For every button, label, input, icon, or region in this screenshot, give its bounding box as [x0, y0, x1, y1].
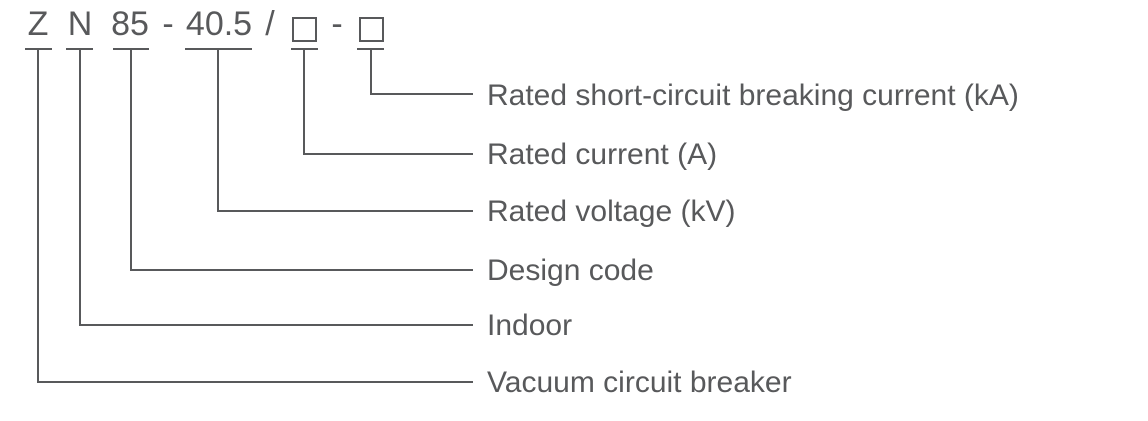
label-rated-short-circuit-breaking-current: Rated short-circuit breaking current (kA…	[487, 79, 1019, 112]
code-segment-85: 85	[111, 5, 149, 43]
placeholder-box-icon-current	[292, 17, 317, 42]
code-separator-dash-2: -	[331, 5, 343, 43]
label-rated-voltage: Rated voltage (kV)	[487, 195, 736, 228]
label-design-code: Design code	[487, 254, 654, 287]
code-segment-40-5: 40.5	[185, 5, 253, 43]
label-indoor: Indoor	[487, 309, 573, 342]
underline-box-1	[291, 48, 318, 50]
label-rated-current: Rated current (A)	[487, 138, 718, 171]
underline-85	[113, 48, 149, 50]
underline-n	[66, 48, 93, 50]
code-separator-slash: /	[265, 5, 275, 43]
underline-40-5	[185, 48, 252, 50]
code-separator-dash-1: -	[162, 5, 174, 43]
underline-z	[25, 48, 52, 50]
placeholder-box-icon-breaking-current	[359, 17, 384, 42]
label-vacuum-circuit-breaker: Vacuum circuit breaker	[487, 366, 792, 399]
code-segment-z: Z	[27, 5, 49, 43]
underline-box-2	[357, 48, 384, 50]
code-segment-n: N	[67, 5, 93, 43]
